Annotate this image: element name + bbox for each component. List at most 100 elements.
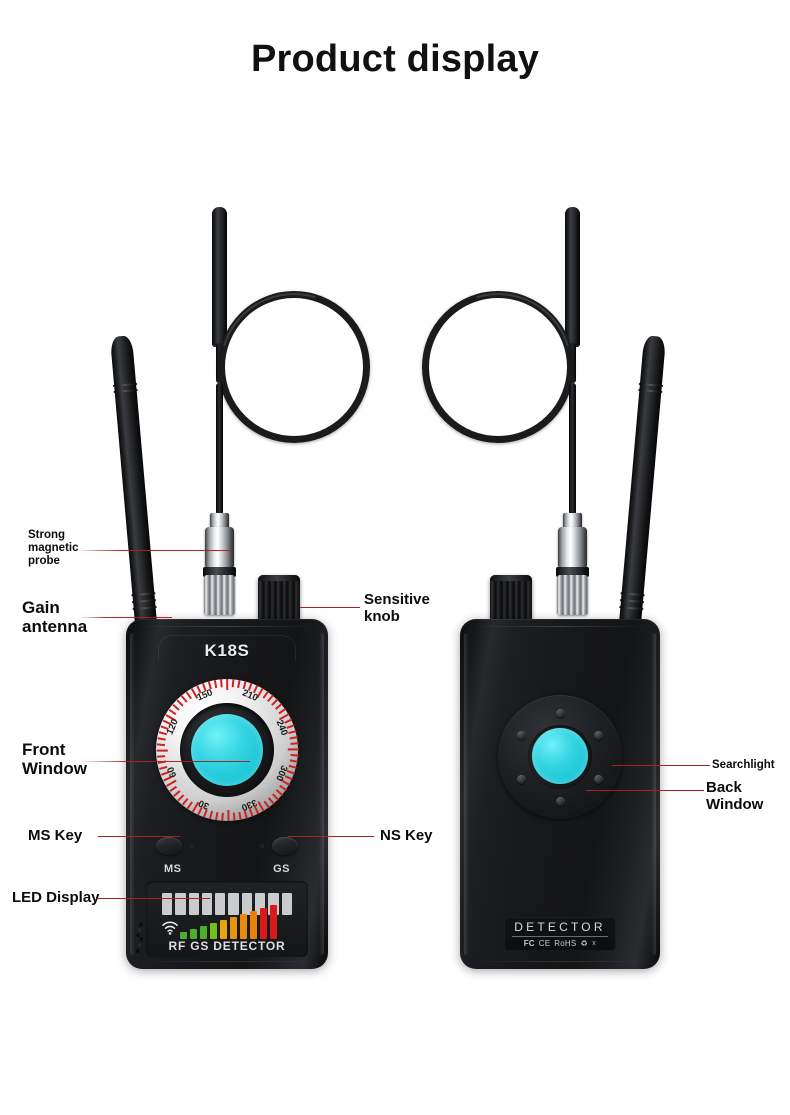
dial-number: 330 <box>239 796 259 813</box>
led-bar <box>228 893 239 915</box>
leader-back-window <box>586 790 704 791</box>
callout-line: magnetic <box>28 541 79 554</box>
led-bar <box>255 893 266 915</box>
back-window-lens <box>532 728 588 784</box>
callout-led-display: LED Display <box>12 889 100 907</box>
leader-sensitive-knob <box>300 607 360 608</box>
callout-sensitive-knob: Sensitive knob <box>364 591 430 626</box>
led-bar <box>241 893 253 915</box>
searchlight-led <box>555 796 565 806</box>
led-bar <box>281 893 292 915</box>
signal-bar <box>270 905 277 939</box>
probe-cable-back <box>569 383 576 515</box>
strong-magnetic-probe-part-back <box>397 195 682 645</box>
probe-connector-base-back <box>557 575 588 615</box>
searchlight-group <box>498 695 622 819</box>
device-body-back: DETECTOR FC CE RoHS ♻ ☓ <box>460 619 660 969</box>
badge-divider <box>511 936 609 937</box>
probe-tip-back <box>565 207 580 347</box>
badge-title: DETECTOR <box>514 920 606 934</box>
knob-cap <box>258 575 300 581</box>
probe-tip <box>212 207 227 347</box>
strong-magnetic-probe-part <box>118 195 395 645</box>
probe-connector-collar <box>203 567 236 577</box>
vent-slot-2 <box>136 922 143 938</box>
model-name: K18S <box>204 641 250 660</box>
sensitive-knob-part[interactable] <box>258 575 300 621</box>
leader-strong-magnetic-probe <box>74 550 232 551</box>
body-top-seam-back <box>472 626 648 627</box>
callout-line: Searchlight <box>712 759 775 771</box>
led-bar <box>201 893 213 915</box>
callout-line: Gain <box>22 598 60 617</box>
ms-key-label: MS <box>164 863 182 875</box>
callout-line: Back <box>706 779 742 796</box>
dial-number: 240 <box>273 718 290 738</box>
searchlight-led <box>593 730 603 740</box>
ms-key-button[interactable] <box>156 837 182 855</box>
knob-cap-back <box>490 575 532 581</box>
dial-number: 30 <box>196 797 211 812</box>
signal-bar <box>240 914 247 939</box>
dial-number: 60 <box>165 765 180 780</box>
callout-strong-magnetic-probe: Strong magnetic probe <box>28 529 79 568</box>
probe-connector-upper-back <box>563 513 582 529</box>
leader-searchlight <box>612 765 710 766</box>
weee-bin-icon: ☓ <box>591 939 597 948</box>
leader-front-window <box>78 761 250 762</box>
dial-number: 150 <box>195 687 215 704</box>
ce-icon: CE <box>538 939 551 948</box>
back-device: DETECTOR FC CE RoHS ♻ ☓ <box>397 195 682 985</box>
callout-line: probe <box>28 554 60 567</box>
front-window-lens <box>191 714 263 786</box>
callout-line: MS Key <box>28 827 83 844</box>
sensitive-knob-part-back[interactable] <box>490 575 532 621</box>
led-bar <box>162 893 173 915</box>
panel-caption: RF GS DETECTOR <box>168 939 286 953</box>
model-name-arc <box>158 635 296 661</box>
callout-ms-key: MS Key <box>28 827 83 845</box>
body-top-seam <box>138 626 316 627</box>
callout-line: knob <box>364 607 400 625</box>
searchlight-led <box>517 774 527 784</box>
callout-back-window: Back Window <box>706 779 764 814</box>
led-bar <box>175 893 186 915</box>
knob-body-back[interactable] <box>490 575 532 621</box>
back-badge: DETECTOR FC CE RoHS ♻ ☓ <box>504 917 616 951</box>
ns-key-button[interactable] <box>272 837 298 855</box>
vent-slot-1 <box>135 936 144 954</box>
searchlight-led <box>517 730 527 740</box>
callout-gain-antenna: Gain antenna <box>22 598 87 636</box>
led-bar <box>215 893 226 915</box>
dial-tick-marks <box>156 679 299 821</box>
knob-body[interactable] <box>258 575 300 621</box>
led-bar <box>188 893 199 915</box>
callout-line: LED Display <box>12 889 100 906</box>
led-bar <box>268 893 279 915</box>
probe-connector-mid-back <box>558 527 587 569</box>
signal-bar <box>210 923 217 939</box>
signal-bar <box>230 917 237 939</box>
callout-line: Window <box>706 795 764 813</box>
body-bottom-seam-back <box>472 961 648 962</box>
back-window-plate <box>498 695 622 819</box>
led-display-panel: RF GS DETECTOR <box>146 881 308 957</box>
ms-key-led <box>190 844 194 848</box>
callout-line: Strong <box>28 529 66 541</box>
leader-ns-key <box>288 836 374 837</box>
callout-line: Window <box>22 759 87 779</box>
body-bottom-seam <box>138 961 316 962</box>
probe-cable-loop <box>218 291 370 443</box>
body-edge-highlight-left-back <box>464 633 469 955</box>
page-title: Product display <box>250 38 540 80</box>
signal-bar <box>260 908 267 939</box>
ns-key-led <box>260 844 264 848</box>
dial-number: 120 <box>164 717 181 737</box>
rohs-icon: RoHS <box>554 939 577 948</box>
badge-cert-row: FC CE RoHS ♻ ☓ <box>524 939 597 948</box>
callout-ns-key: NS Key <box>380 827 433 845</box>
